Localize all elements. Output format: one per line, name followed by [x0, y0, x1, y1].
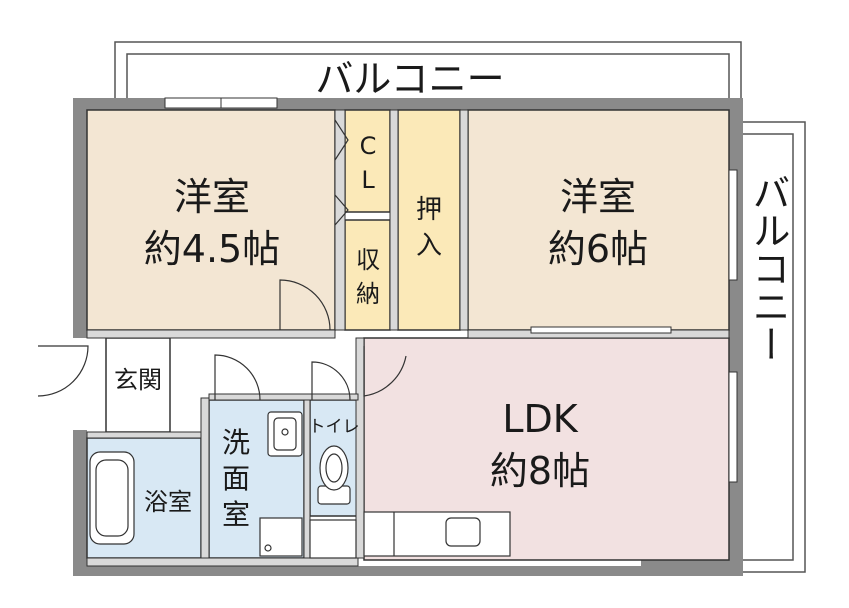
closet-cl-floor: [344, 109, 391, 213]
entrance-label: 玄関: [114, 366, 162, 394]
storage-char-1: 収: [356, 246, 380, 274]
storage-floor: [344, 219, 391, 331]
oshiire-char-2: 入: [416, 231, 442, 261]
closet-cl-letter-1: C: [360, 132, 377, 160]
room-west-size: 約4.5帖: [144, 227, 280, 271]
room-west-floor: [86, 109, 336, 331]
room-east-floor: [467, 109, 730, 331]
storage-char-2: 納: [356, 280, 380, 308]
washroom-char-2: 面: [222, 462, 250, 495]
balcony-top-label: バルコニー: [315, 57, 504, 101]
oshiire-char-1: 押: [416, 195, 442, 225]
balcony-right-label: バルコニー: [746, 173, 790, 363]
toilet-closet: [309, 519, 357, 559]
toilet-label: トイレ: [309, 417, 360, 437]
room-east-size: 約6帖: [548, 227, 648, 271]
room-west-name: 洋室: [174, 175, 250, 219]
washing-machine-icon: [259, 517, 303, 557]
room-east-name: 洋室: [560, 175, 636, 219]
washroom-char-1: 洗: [222, 426, 250, 459]
kitchen-counter-icon: [363, 511, 511, 557]
windows: [164, 97, 738, 483]
closet-cl-letter-2: L: [361, 166, 375, 194]
bathtub-icon: [89, 451, 135, 545]
bath-label: 浴室: [144, 488, 192, 516]
washroom-char-3: 室: [222, 498, 250, 531]
doors: [37, 119, 407, 401]
sink-icon: [267, 411, 303, 457]
ldk-name: LDK: [502, 397, 578, 441]
toilet-icon: [317, 445, 351, 505]
ldk-size: 約8帖: [490, 449, 590, 493]
